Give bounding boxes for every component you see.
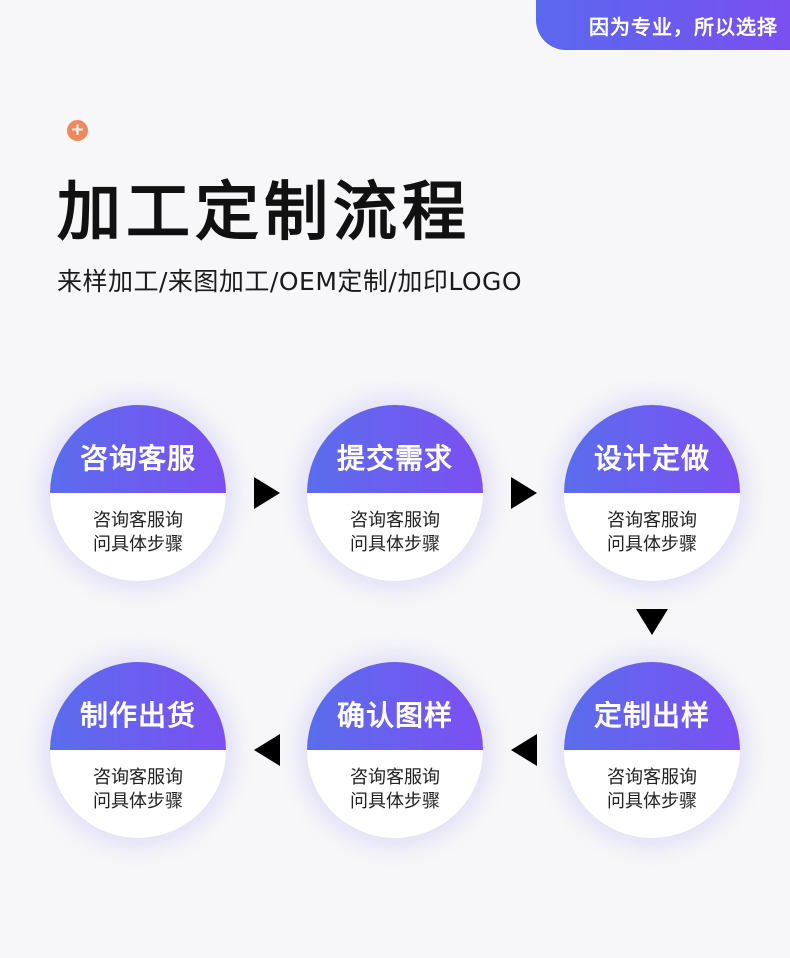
arrow-left-icon	[254, 734, 280, 766]
step-description: 咨询客服询 问具体步骤	[564, 766, 740, 814]
arrow-right-icon	[511, 477, 537, 509]
step-design: 设计定做 咨询客服询 问具体步骤	[564, 405, 740, 581]
step-description: 咨询客服询 问具体步骤	[564, 509, 740, 557]
step-header	[50, 662, 226, 750]
step-header	[564, 662, 740, 750]
step-desc-line: 问具体步骤	[350, 534, 440, 555]
step-title: 咨询客服	[79, 442, 196, 475]
step-desc-line: 咨询客服询	[93, 767, 183, 788]
step-consult: 咨询客服 咨询客服询 问具体步骤	[50, 405, 226, 581]
page-subtitle: 来样加工/来图加工/OEM定制/加印LOGO	[57, 267, 523, 296]
step-submit-request: 提交需求 咨询客服询 问具体步骤	[307, 405, 483, 581]
step-desc-line: 咨询客服询	[350, 767, 440, 788]
plus-icon: +	[67, 120, 88, 141]
arrow-down-icon	[636, 609, 668, 635]
step-desc-line: 问具体步骤	[93, 791, 183, 812]
step-desc-line: 咨询客服询	[350, 510, 440, 531]
step-title: 提交需求	[336, 442, 453, 475]
arrow-left-icon	[511, 734, 537, 766]
step-description: 咨询客服询 问具体步骤	[307, 766, 483, 814]
step-desc-line: 问具体步骤	[93, 534, 183, 555]
step-desc-line: 咨询客服询	[93, 510, 183, 531]
step-title: 定制出样	[593, 699, 710, 732]
step-description: 咨询客服询 问具体步骤	[50, 766, 226, 814]
step-header	[50, 405, 226, 493]
step-desc-line: 问具体步骤	[350, 791, 440, 812]
step-production-ship: 制作出货 咨询客服询 问具体步骤	[50, 662, 226, 838]
step-desc-line: 咨询客服询	[607, 767, 697, 788]
step-title: 设计定做	[593, 442, 710, 475]
step-desc-line: 咨询客服询	[607, 510, 697, 531]
step-header	[564, 405, 740, 493]
step-desc-line: 问具体步骤	[607, 791, 697, 812]
step-title: 制作出货	[79, 699, 196, 732]
step-sample: 定制出样 咨询客服询 问具体步骤	[564, 662, 740, 838]
step-title: 确认图样	[336, 699, 453, 732]
step-desc-line: 问具体步骤	[607, 534, 697, 555]
badge-label: 因为专业，所以选择	[589, 14, 778, 39]
step-confirm-drawing: 确认图样 咨询客服询 问具体步骤	[307, 662, 483, 838]
step-description: 咨询客服询 问具体步骤	[50, 509, 226, 557]
arrow-right-icon	[254, 477, 280, 509]
page-title: 加工定制流程	[57, 176, 471, 250]
corner-badge: 因为专业，所以选择	[536, 0, 790, 50]
step-header	[307, 662, 483, 750]
step-description: 咨询客服询 问具体步骤	[307, 509, 483, 557]
step-header	[307, 405, 483, 493]
